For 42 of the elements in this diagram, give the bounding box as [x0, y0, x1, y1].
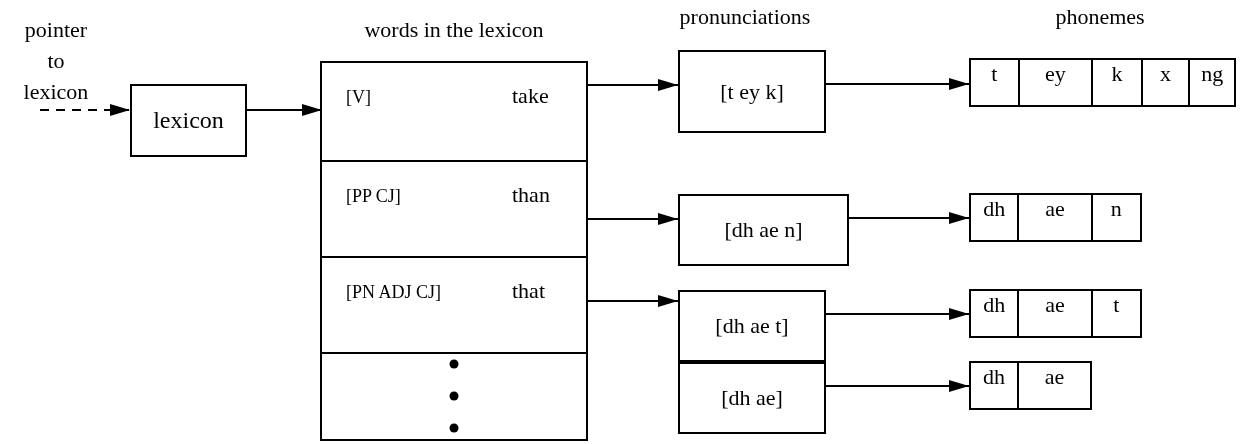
word-text: than [512, 182, 550, 208]
box-text: [dh ae] [721, 385, 783, 411]
box-text: [t ey k] [720, 78, 784, 105]
arrow [848, 212, 970, 224]
phoneme-text: t [1090, 291, 1140, 336]
phoneme-text: k [1091, 60, 1141, 105]
category-tag: [PN ADJ CJ] [346, 282, 442, 303]
box-text: lexicon [153, 107, 224, 134]
annotation-text: pointer to lexicon [14, 14, 98, 110]
column-heading: words in the lexicon [363, 17, 545, 43]
text-box [130, 84, 247, 157]
text-box [678, 290, 826, 362]
phoneme-text: ae [1017, 195, 1091, 240]
arrow [825, 78, 970, 90]
box-text: [dh ae n] [724, 217, 803, 243]
phoneme-array [969, 193, 1142, 242]
text-box [678, 362, 826, 434]
column-heading: pronunciations [678, 4, 812, 30]
phoneme-text: dh [982, 195, 1007, 223]
arrow [825, 308, 970, 320]
arrow [825, 380, 970, 392]
word-text: take [512, 83, 549, 109]
phoneme-text: ae [1017, 291, 1091, 336]
phoneme-text: t [990, 60, 999, 88]
category-tag: [PP CJ] [346, 186, 401, 207]
phoneme-text: ey [1017, 60, 1092, 105]
word-text: that [512, 278, 545, 304]
box-text: [dh ae t] [715, 313, 789, 339]
arrow [39, 104, 131, 116]
text-box [678, 50, 826, 133]
phoneme-text: n [1090, 195, 1140, 240]
phoneme-array [969, 361, 1092, 410]
phoneme-text: x [1140, 60, 1189, 105]
category-tag: [V] [346, 87, 371, 108]
phoneme-text: dh [982, 291, 1007, 319]
phoneme-text: ng [1188, 60, 1234, 105]
phoneme-array [969, 289, 1142, 338]
text-box [678, 194, 849, 266]
phoneme-text: ae [1017, 363, 1090, 408]
phoneme-array [969, 58, 1236, 107]
phoneme-text: dh [982, 363, 1007, 391]
column-heading: phonemes [1054, 4, 1146, 30]
